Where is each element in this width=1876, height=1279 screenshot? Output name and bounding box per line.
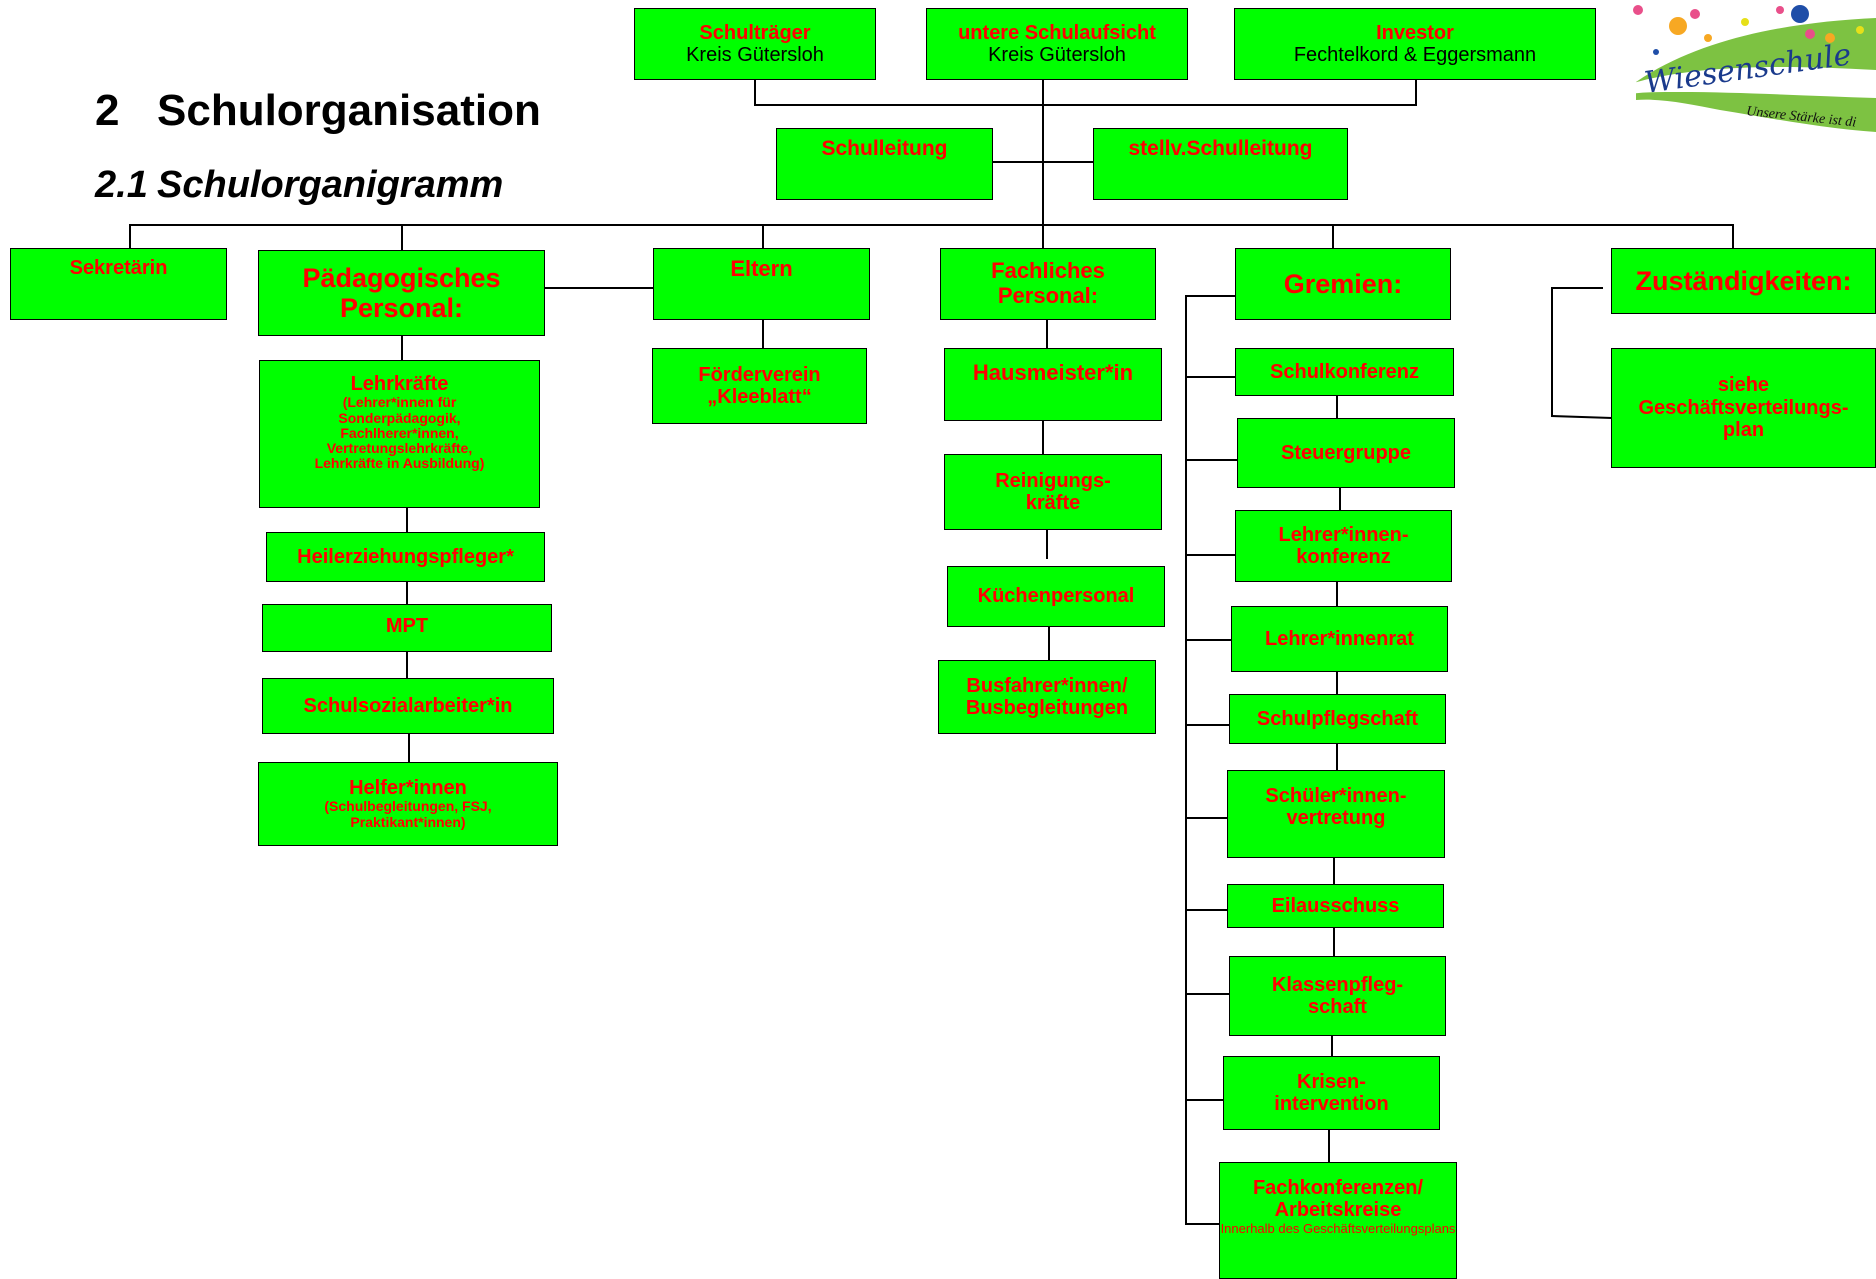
node-investor: Investor Fechtelkord & Eggersmann [1234,8,1596,80]
node-title: Krisen- intervention [1274,1070,1389,1115]
node-title: Förderverein „Kleeblatt“ [698,363,821,408]
node-schuelervertretung: Schüler*innen- vertretung [1227,770,1445,858]
node-title: Pädagogisches Personal: [302,262,501,323]
node-lehrerkonferenz: Lehrer*innen- konferenz [1235,510,1452,582]
node-detail: Innerhalb des Geschäftsverteilungsplans [1220,1220,1456,1236]
node-title: Schulträger [699,21,811,44]
node-hausmeister: Hausmeister*in [944,348,1162,421]
node-fachliches-personal: Fachliches Personal: [940,248,1156,320]
section-title: Schulorganisation [157,86,541,135]
node-title: Fachliches Personal: [991,258,1105,308]
node-title: siehe Geschäftsverteilungs- plan [1638,374,1849,442]
node-title: Investor [1376,21,1454,44]
node-schulleitung: Schulleitung [776,128,993,200]
node-busfahrer: Busfahrer*innen/ Busbegleitungen [938,660,1156,734]
node-title: Lehrer*innen- konferenz [1278,523,1409,568]
node-subtitle: Kreis Gütersloh [686,44,824,66]
node-title: Sekretärin [69,257,168,279]
node-detail: (Schulbegleitungen, FSJ, Praktikant*inne… [324,798,492,830]
node-title: Schüler*innen- vertretung [1265,785,1407,830]
node-lehrkraefte: Lehrkräfte (Lehrer*innen für Sonderpädag… [259,360,540,508]
node-title: Eilausschuss [1271,894,1400,917]
node-title: Helfer*innen [349,777,467,799]
node-subtitle: Fechtelkord & Eggersmann [1293,44,1537,66]
section-number: 2 [95,86,120,135]
node-schulkonferenz: Schulkonferenz [1235,348,1454,396]
node-geschaeftsverteilungsplan: siehe Geschäftsverteilungs- plan [1611,348,1876,468]
node-eltern: Eltern [653,248,870,320]
node-eilausschuss: Eilausschuss [1227,884,1444,928]
node-title: Schulsozialarbeiter*in [303,694,513,717]
node-untere-schulaufsicht: untere Schulaufsicht Kreis Gütersloh [926,8,1188,80]
node-sekretaerin: Sekretärin [10,248,227,320]
node-krisenintervention: Krisen- intervention [1223,1056,1440,1130]
node-foerderverein: Förderverein „Kleeblatt“ [652,348,867,424]
node-title: Hausmeister*in [972,360,1134,385]
node-fachkonferenzen: Fachkonferenzen/ Arbeitskreise Innerhalb… [1219,1162,1457,1279]
node-schulpflegschaft: Schulpflegschaft [1229,694,1446,744]
node-title: Zuständigkeiten: [1635,265,1852,296]
section-heading: 2 Schulorganisation [95,86,541,136]
node-mpt: MPT [262,604,552,652]
node-helfer: Helfer*innen (Schulbegleitungen, FSJ, Pr… [258,762,558,846]
node-paedagogisches-personal: Pädagogisches Personal: [258,250,545,336]
node-subtitle: Kreis Gütersloh [988,44,1126,66]
node-title: stellv.Schulleitung [1128,137,1313,160]
node-klassenpflegschaft: Klassenpfleg- schaft [1229,956,1446,1036]
node-zustaendigkeiten: Zuständigkeiten: [1611,248,1876,314]
node-schultraeger: Schulträger Kreis Gütersloh [634,8,876,80]
node-kuechenpersonal: Küchenpersonal [947,566,1165,627]
node-heilerziehungspfleger: Heilerziehungspfleger* [266,532,545,582]
wiesenschule-logo: Wiesenschule Unsere Stärke ist di [1630,5,1876,132]
node-reinigungskraefte: Reinigungs- kräfte [944,454,1162,530]
node-title: Fachkonferenzen/ Arbeitskreise [1252,1177,1424,1222]
node-title: Eltern [730,256,793,281]
node-title: Lehrkräfte [350,373,449,395]
node-title: Schulpflegschaft [1256,707,1419,730]
node-schulsozialarbeiter: Schulsozialarbeiter*in [262,678,554,734]
node-title: untere Schulaufsicht [958,21,1156,44]
node-lehrerrat: Lehrer*innenrat [1231,606,1448,672]
node-title: MPT [385,615,429,637]
subsection-title: Schulorganigramm [157,164,504,206]
node-gremien: Gremien: [1235,248,1451,320]
node-title: Gremien: [1283,268,1403,299]
node-stellv-schulleitung: stellv.Schulleitung [1093,128,1348,200]
node-title: Busfahrer*innen/ Busbegleitungen [965,674,1129,719]
node-title: Heilerziehungspfleger* [297,545,514,568]
node-title: Klassenpfleg- schaft [1271,973,1404,1018]
node-title: Schulkonferenz [1270,360,1419,383]
node-title: Steuergruppe [1280,441,1412,464]
node-title: Küchenpersonal [977,585,1135,608]
subsection-number: 2.1 [95,164,148,206]
node-steuergruppe: Steuergruppe [1237,418,1455,488]
node-title: Reinigungs- kräfte [995,469,1111,514]
node-detail: (Lehrer*innen für Sonderpädagogik, Fachl… [314,394,485,471]
node-title: Schulleitung [821,137,948,160]
node-title: Lehrer*innenrat [1265,627,1414,650]
